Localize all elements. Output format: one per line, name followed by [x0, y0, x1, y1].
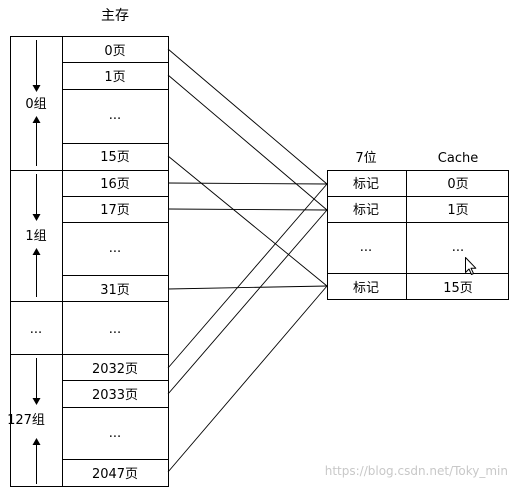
group-label-1: 1组 — [25, 229, 46, 244]
mapping-line — [167, 285, 328, 473]
page-label-1: 1页 — [104, 70, 125, 85]
cache-page-cell: 0页 — [447, 177, 468, 192]
mapping-line — [167, 155, 328, 287]
cache-page-cell: 15页 — [443, 281, 473, 296]
cache-cells: 标记 0页 标记 1页 ... ... 标记 15页 — [353, 177, 473, 296]
page-label-17: 17页 — [100, 203, 130, 218]
arrow-down-icon — [32, 398, 41, 405]
main-memory-title: 主存 — [101, 8, 129, 24]
page-label-31: 31页 — [100, 283, 130, 298]
watermark: https://blog.csdn.net/Toky_min — [325, 464, 508, 478]
main-memory-page-labels: 0页 1页 ... 15页 16页 17页 ... 31页 ... 2032页 … — [92, 44, 138, 482]
page-label-0: 0页 — [104, 44, 125, 59]
group-label-127: 127组 — [7, 413, 45, 428]
mapping-line — [167, 285, 328, 290]
arrow-up-icon — [32, 438, 41, 445]
cache-tag-cell: 标记 — [353, 281, 379, 296]
mapping-line — [167, 74, 328, 211]
cache-outer-box — [327, 170, 509, 300]
page-label-ellipsis-3: ... — [109, 322, 121, 337]
mapping-lines — [167, 48, 328, 473]
cache-tag-cell: 标记 — [353, 203, 379, 218]
page-label-15: 15页 — [100, 150, 130, 165]
main-memory-outer-box — [62, 36, 169, 487]
page-label-ellipsis-2: ... — [109, 241, 121, 256]
group-label-ellipsis: ... — [30, 322, 42, 337]
arrow-down-icon — [32, 214, 41, 221]
cache-page-cell: 1页 — [447, 203, 468, 218]
page-label-ellipsis-4: ... — [109, 426, 121, 441]
page-label-2033: 2033页 — [92, 388, 138, 403]
arrow-up-icon — [32, 116, 41, 123]
cache-table — [327, 170, 509, 300]
main-memory-rows — [10, 62, 169, 460]
mouse-cursor-icon — [465, 257, 477, 275]
arrow-up-icon — [32, 248, 41, 255]
page-label-2047: 2047页 — [92, 467, 138, 482]
mapping-line — [167, 209, 328, 395]
group-label-0: 0组 — [25, 97, 46, 112]
group-labels: 0组 1组 ... 127组 — [7, 97, 47, 428]
cache-tag-ellipsis: ... — [360, 240, 372, 255]
page-label-ellipsis-1: ... — [109, 108, 121, 123]
cache-tag-header: 7位 — [355, 151, 376, 166]
main-memory-table — [10, 36, 169, 487]
mapping-line — [167, 183, 328, 369]
group-arrows — [32, 40, 41, 484]
page-label-2032: 2032页 — [92, 362, 138, 377]
cache-page-ellipsis: ... — [452, 240, 464, 255]
mapping-line — [167, 48, 328, 185]
arrow-down-icon — [32, 85, 41, 92]
page-label-16: 16页 — [100, 177, 130, 192]
mapping-line — [167, 208, 328, 211]
mapping-line — [167, 182, 328, 185]
cache-header: Cache — [438, 151, 478, 166]
group-column-box — [10, 36, 63, 487]
cache-tag-cell: 标记 — [353, 177, 379, 192]
